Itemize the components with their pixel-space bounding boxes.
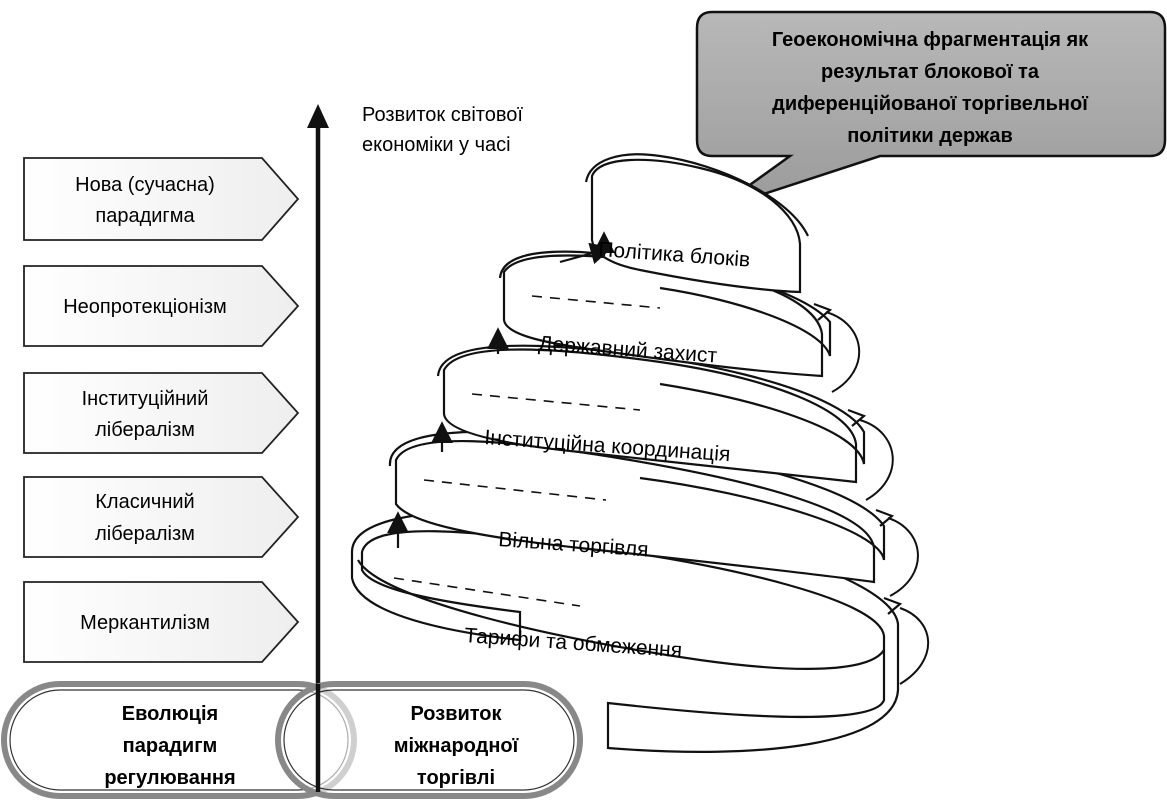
spiral: [350, 153, 930, 753]
spiral-label-taryfy-ta-obmezhennia: Тарифи та обмеження: [464, 624, 683, 662]
bottom-right-line-1: Розвиток: [410, 703, 502, 725]
callout-line-2: результат блокової та: [821, 61, 1040, 83]
paradigm-box: Меркантилізм: [23, 581, 300, 663]
bottom-left-line-1: Еволюція: [122, 703, 218, 725]
bottom-right-line-2: міжнародної: [394, 735, 519, 757]
axis-label-line-2: економіки у часі: [362, 134, 511, 156]
spiral-tier: [350, 510, 930, 753]
paradigm-label-line-2: парадигма: [95, 205, 195, 227]
callout-line-4: політики держав: [847, 125, 1013, 147]
paradigm-box: Інституційний лібералізм: [23, 372, 300, 454]
callout-line-3: диференційованої торгівельної: [772, 93, 1088, 115]
paradigm-label-line-1: Класичний: [95, 491, 194, 513]
axis-arrowhead-icon: [307, 104, 329, 128]
paradigm-label-line-1: Меркантилізм: [80, 612, 210, 634]
paradigm-label-line-1: Нова (сучасна): [75, 174, 215, 196]
time-axis: Розвиток світової економіки у часі: [307, 104, 523, 790]
bottom-legend: Еволюція парадигм регулювання Розвиток м…: [1, 681, 583, 799]
axis-label-line-1: Розвиток світової: [362, 104, 523, 126]
callout-line-1: Геоекономічна фрагментація як: [772, 29, 1089, 51]
bottom-right-line-3: торгівлі: [417, 767, 495, 789]
bottom-left-line-3: регулювання: [104, 767, 235, 789]
paradigm-box: Неопротекціонізм: [23, 265, 300, 347]
paradigm-list: Нова (сучасна) парадигма Неопротекціоніз…: [23, 157, 300, 663]
spiral-tier: [431, 344, 894, 501]
bottom-pill-right: [275, 681, 583, 799]
paradigm-label-line-1: Інституційний: [82, 388, 209, 410]
paradigm-label-line-2: лібералізм: [95, 419, 195, 441]
spiral-tier: [559, 153, 809, 294]
paradigm-label-line-1: Неопротекціонізм: [63, 296, 227, 318]
paradigm-box: Класичний лібералізм: [23, 476, 300, 558]
paradigm-label-line-2: лібералізм: [95, 523, 195, 545]
callout-bubble: Геоекономічна фрагментація як результат …: [695, 10, 1167, 212]
paradigm-box: Нова (сучасна) парадигма: [23, 157, 300, 241]
bottom-left-line-2: парадигм: [123, 735, 218, 757]
